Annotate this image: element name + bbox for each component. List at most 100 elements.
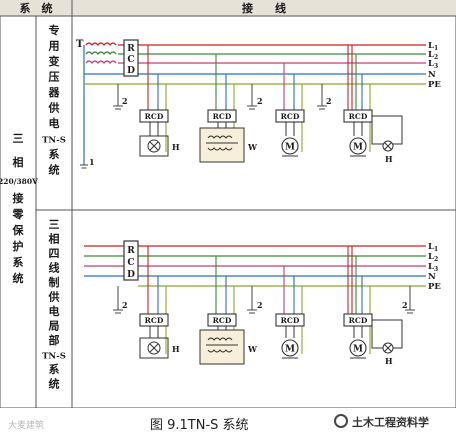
- left-bottom-char: 接: [13, 191, 24, 205]
- device-label: M: [353, 345, 363, 355]
- left-bottom-char: 零: [12, 208, 25, 221]
- voltage-label: 220/380V: [0, 177, 38, 186]
- ground-label-lower-a: 2: [122, 300, 128, 310]
- system-lower-char: 制: [49, 275, 60, 289]
- system-lower-char: 三: [49, 218, 60, 231]
- left-top-char: 相: [13, 155, 24, 169]
- left-bottom-char: 护: [13, 239, 24, 253]
- rcd-letter: R: [127, 44, 135, 54]
- rcd-letter: C: [127, 258, 134, 268]
- header-wiring: 接 线: [242, 1, 286, 15]
- branch-rcd-label: RCD: [213, 112, 232, 121]
- system-lower-char: 线: [49, 261, 60, 275]
- system-lower-char: 系: [49, 362, 60, 376]
- system-upper-char: 变: [49, 54, 60, 68]
- branch-rcd-label: RCD: [145, 112, 164, 121]
- device-label: M: [285, 345, 295, 355]
- line-label: L1: [428, 41, 438, 52]
- figure-caption: 图 9.1TN-S 系统: [150, 418, 249, 433]
- device-label: W: [247, 344, 258, 354]
- device-label: H: [385, 356, 393, 366]
- left-bottom-char: 保: [12, 223, 25, 237]
- device-label: M: [285, 143, 295, 153]
- welder-icon: [199, 127, 245, 163]
- transformer-label: T: [76, 39, 84, 50]
- rcd-letter: D: [127, 270, 135, 280]
- branch-rcd-label: RCD: [349, 112, 368, 121]
- line-label: L3: [428, 262, 438, 273]
- device-label: H: [172, 344, 180, 354]
- main-rcd-box: [123, 39, 139, 77]
- branch-rcd-box: [275, 313, 305, 327]
- caption-bar: [0, 408, 456, 438]
- branch-grounds-lower: [113, 286, 415, 314]
- branch-rcd-label: RCD: [281, 112, 300, 121]
- branch-rcd-label: RCD: [145, 316, 164, 325]
- system-upper-char: 电: [49, 116, 60, 130]
- left-bottom-char: 统: [13, 271, 24, 285]
- device-label: H: [385, 154, 393, 164]
- motor-icon: [281, 339, 299, 357]
- main-rcd-label: RCD: [127, 44, 135, 76]
- main-rcd-box-lower: [123, 240, 139, 281]
- transformer-coils: [85, 42, 117, 64]
- line-label: N: [428, 272, 436, 282]
- rcd-letter: R: [127, 246, 135, 256]
- ground-label-1: 1: [89, 157, 95, 167]
- ground-label-b: 2: [257, 96, 263, 106]
- branch-rcd-label: RCD: [281, 316, 300, 325]
- watermark-left: 大麦建筑: [8, 421, 45, 431]
- branch-rcd-box: [139, 313, 169, 327]
- left-bottom-char: 系: [13, 255, 24, 269]
- ground-label-a: 2: [122, 96, 128, 106]
- welder-icon: [199, 329, 245, 365]
- line-label: L1: [428, 242, 438, 253]
- left-top-char: 三: [13, 132, 24, 145]
- lower-branches: RCD H RCD W RCD M RCD M H: [139, 246, 403, 366]
- system-lower-char: 统: [49, 377, 60, 391]
- system-lower-char: 四: [49, 247, 60, 260]
- system-lower-char: 部: [49, 333, 60, 347]
- branch-grounds: [113, 84, 327, 110]
- ground-label-lower-b: 2: [257, 300, 263, 310]
- system-upper-char: 压: [49, 70, 60, 84]
- system-upper-char: 系: [49, 147, 60, 161]
- system-upper-char: 用: [49, 40, 60, 53]
- system-upper-char: 供: [48, 101, 60, 115]
- motor-icon: [281, 137, 299, 155]
- system-upper-char: 统: [49, 163, 60, 177]
- rcd-letter: C: [127, 55, 134, 65]
- left-top-label: 三相: [13, 132, 24, 169]
- device-label: W: [247, 142, 258, 152]
- system-upper-char: 器: [48, 86, 61, 99]
- header-row: [0, 0, 456, 16]
- main-rcd-label-lower: RCD: [127, 246, 135, 280]
- header-system: 系 统: [20, 1, 53, 15]
- line-label: L2: [428, 50, 438, 61]
- watermark-right: 土木工程资料学: [352, 416, 429, 429]
- branch-rcd-label: RCD: [349, 316, 368, 325]
- system-lower-char: TN-S: [42, 352, 66, 362]
- branch-rcd-box: [207, 313, 237, 327]
- line-label: PE: [428, 80, 441, 90]
- motor-icon: [349, 339, 367, 357]
- device-label: M: [353, 143, 363, 153]
- line-label: PE: [428, 282, 441, 292]
- device-label: H: [172, 142, 180, 152]
- system-lower-char: 供: [48, 290, 60, 304]
- branch-rcd-box: [275, 109, 305, 123]
- branch-rcd-label: RCD: [213, 316, 232, 325]
- system-lower-char: 相: [49, 232, 60, 246]
- motor-icon: [349, 137, 367, 155]
- system-lower-char: 电: [49, 304, 60, 318]
- system-upper-char: 专: [49, 23, 60, 37]
- line-label: N: [428, 70, 436, 80]
- ground-label-lower-c: 2: [402, 300, 408, 310]
